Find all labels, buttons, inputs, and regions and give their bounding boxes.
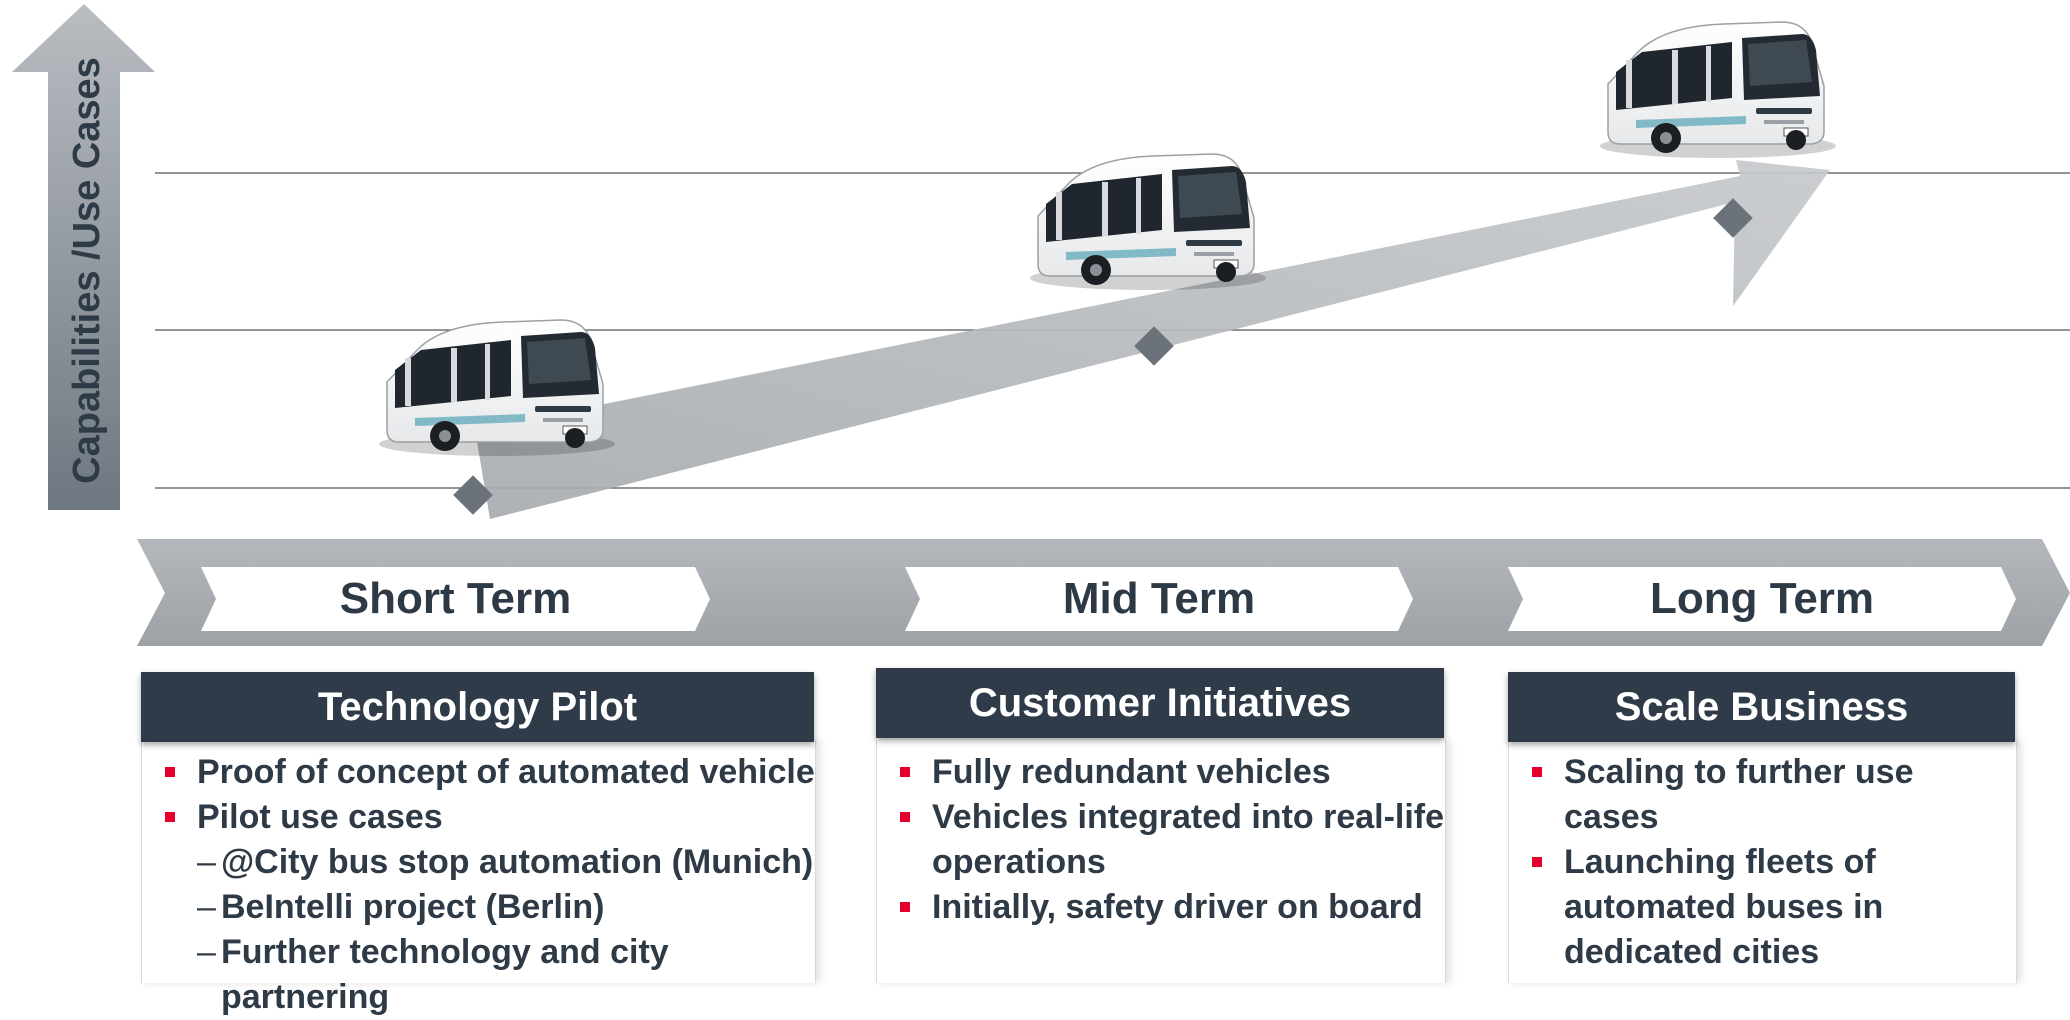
bus-icon xyxy=(1029,153,1267,291)
phase-chevron xyxy=(201,567,710,631)
card-title-technology-pilot: Technology Pilot xyxy=(141,672,814,742)
phase-long-term: Long Term xyxy=(1649,574,1875,623)
card-customer-initiatives-body: Fully redundant vehicles Vehicles integr… xyxy=(876,740,1446,983)
card-title-scale-business: Scale Business xyxy=(1508,672,2015,742)
roadmap-graphic xyxy=(12,4,2070,646)
up-arrow-icon xyxy=(12,4,155,510)
bullet-item: Scaling to further use cases xyxy=(1509,750,2016,840)
bullet-item: Fully redundant vehicles xyxy=(877,750,1445,795)
sub-bullet-item: @City bus stop automation (Munich) xyxy=(142,840,815,885)
card-scale-business-body: Scaling to further use cases Launching f… xyxy=(1508,740,2017,983)
bullet-item: Vehicles integrated into real-life opera… xyxy=(877,795,1445,885)
bullet-item: Proof of concept of automated vehicle xyxy=(142,750,815,795)
bus-icon xyxy=(1599,21,1837,159)
bullet-item: Pilot use cases xyxy=(142,795,815,840)
sub-bullet-item: Further technology and city partnering xyxy=(142,930,815,1020)
phase-mid-term: Mid Term xyxy=(1062,574,1256,623)
phase-short-term: Short Term xyxy=(339,574,572,623)
card-title-customer-initiatives: Customer Initiatives xyxy=(876,668,1444,738)
bullet-item: Launching fleets of automated buses in d… xyxy=(1509,840,2016,975)
phase-chevron xyxy=(905,567,1413,631)
growth-arrow-icon xyxy=(475,160,1830,519)
bullet-item: Initially, safety driver on board xyxy=(877,885,1445,930)
bus-icon xyxy=(378,319,616,457)
card-technology-pilot-body: Proof of concept of automated vehicle Pi… xyxy=(141,740,816,1016)
phase-chevron xyxy=(1508,567,2016,631)
sub-bullet-item: BeIntelli project (Berlin) xyxy=(142,885,815,930)
y-axis-label-text: Capabilities /Use Cases xyxy=(65,56,108,484)
y-axis-label: Capabilities /Use Cases xyxy=(50,57,124,484)
